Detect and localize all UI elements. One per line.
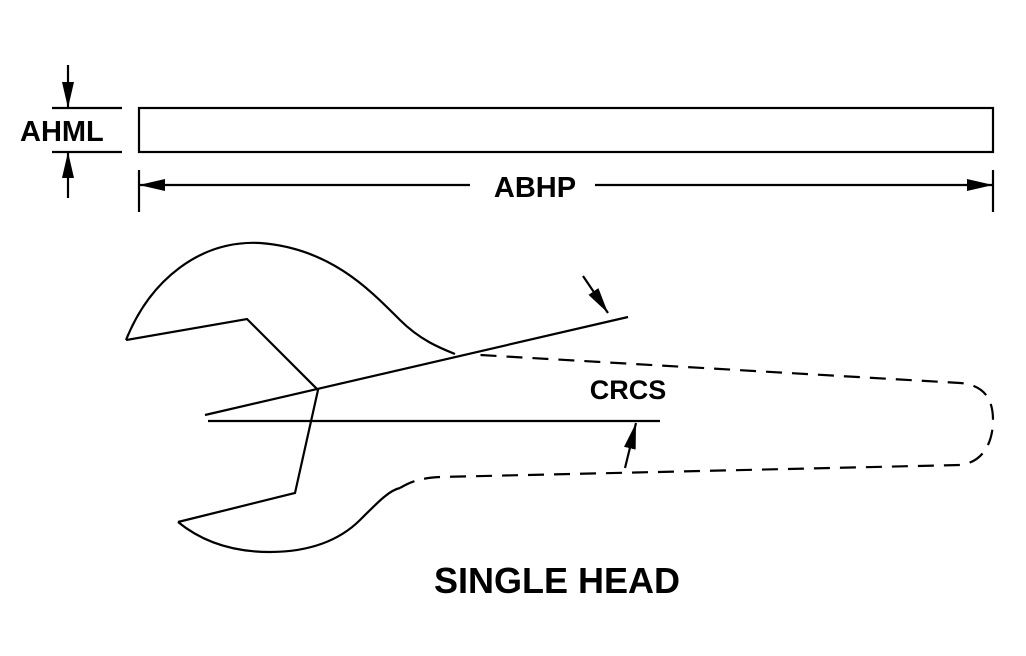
length-label: ABHP <box>494 172 576 204</box>
wrench-outline <box>124 241 995 554</box>
length-dimension <box>137 170 995 212</box>
opening-label: CRCS <box>590 375 667 405</box>
handle-side-view <box>137 106 995 154</box>
diagram-title: SINGLE HEAD <box>434 560 680 601</box>
opening-dimension <box>204 275 660 469</box>
thickness-dimension <box>52 65 122 198</box>
thickness-label: AHML <box>20 116 104 148</box>
